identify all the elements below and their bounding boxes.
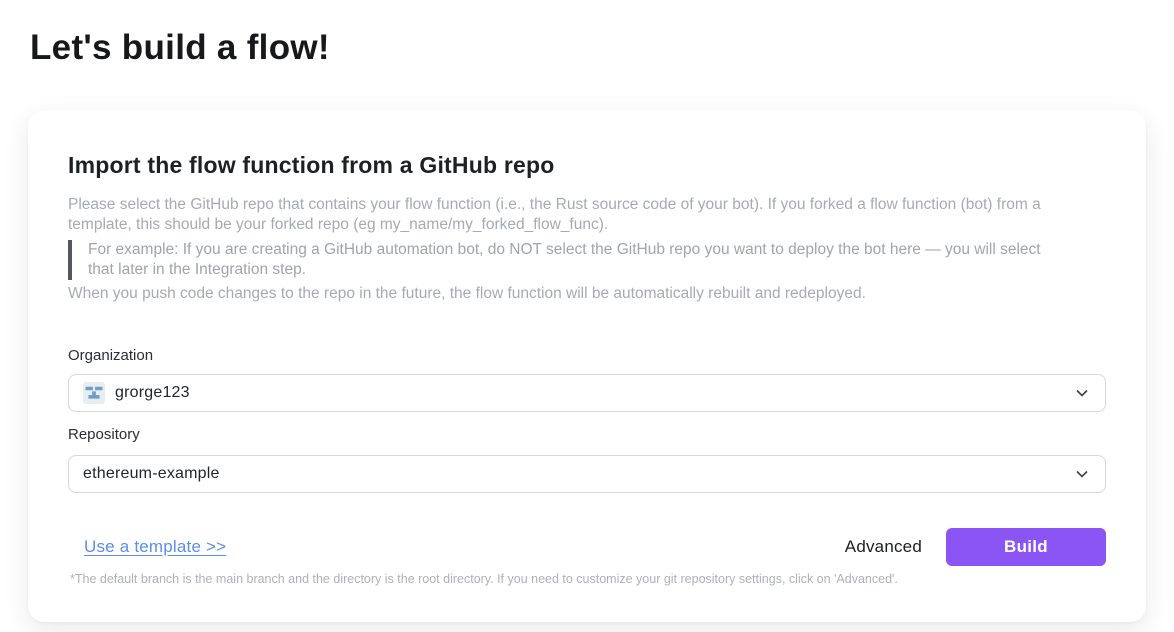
organization-value: grorge123 bbox=[115, 384, 190, 401]
repository-value: ethereum-example bbox=[83, 465, 220, 482]
organization-select[interactable]: grorge123 bbox=[68, 374, 1106, 412]
use-template-link[interactable]: Use a template >> bbox=[84, 537, 227, 556]
repository-label: Repository bbox=[68, 426, 140, 443]
organization-label: Organization bbox=[68, 347, 154, 364]
rebuild-note: When you push code changes to the repo i… bbox=[68, 285, 866, 302]
card-title: Import the flow function from a GitHub r… bbox=[68, 152, 555, 178]
import-flow-card: Import the flow function from a GitHub r… bbox=[28, 110, 1146, 622]
page-title: Let's build a flow! bbox=[30, 28, 330, 67]
chevron-down-icon bbox=[1076, 470, 1088, 478]
repository-select[interactable]: ethereum-example bbox=[68, 455, 1106, 493]
chevron-down-icon bbox=[1076, 389, 1088, 397]
advanced-button[interactable]: Advanced bbox=[844, 537, 922, 556]
organization-avatar-icon bbox=[83, 382, 105, 404]
footnote-text: *The default branch is the main branch a… bbox=[70, 572, 898, 586]
example-note: For example: If you are creating a GitHu… bbox=[68, 240, 1106, 280]
build-button[interactable]: Build bbox=[946, 528, 1106, 566]
actions-row: Use a template >> Advanced Build bbox=[68, 528, 1106, 566]
intro-text: Please select the GitHub repo that conta… bbox=[68, 196, 1041, 233]
